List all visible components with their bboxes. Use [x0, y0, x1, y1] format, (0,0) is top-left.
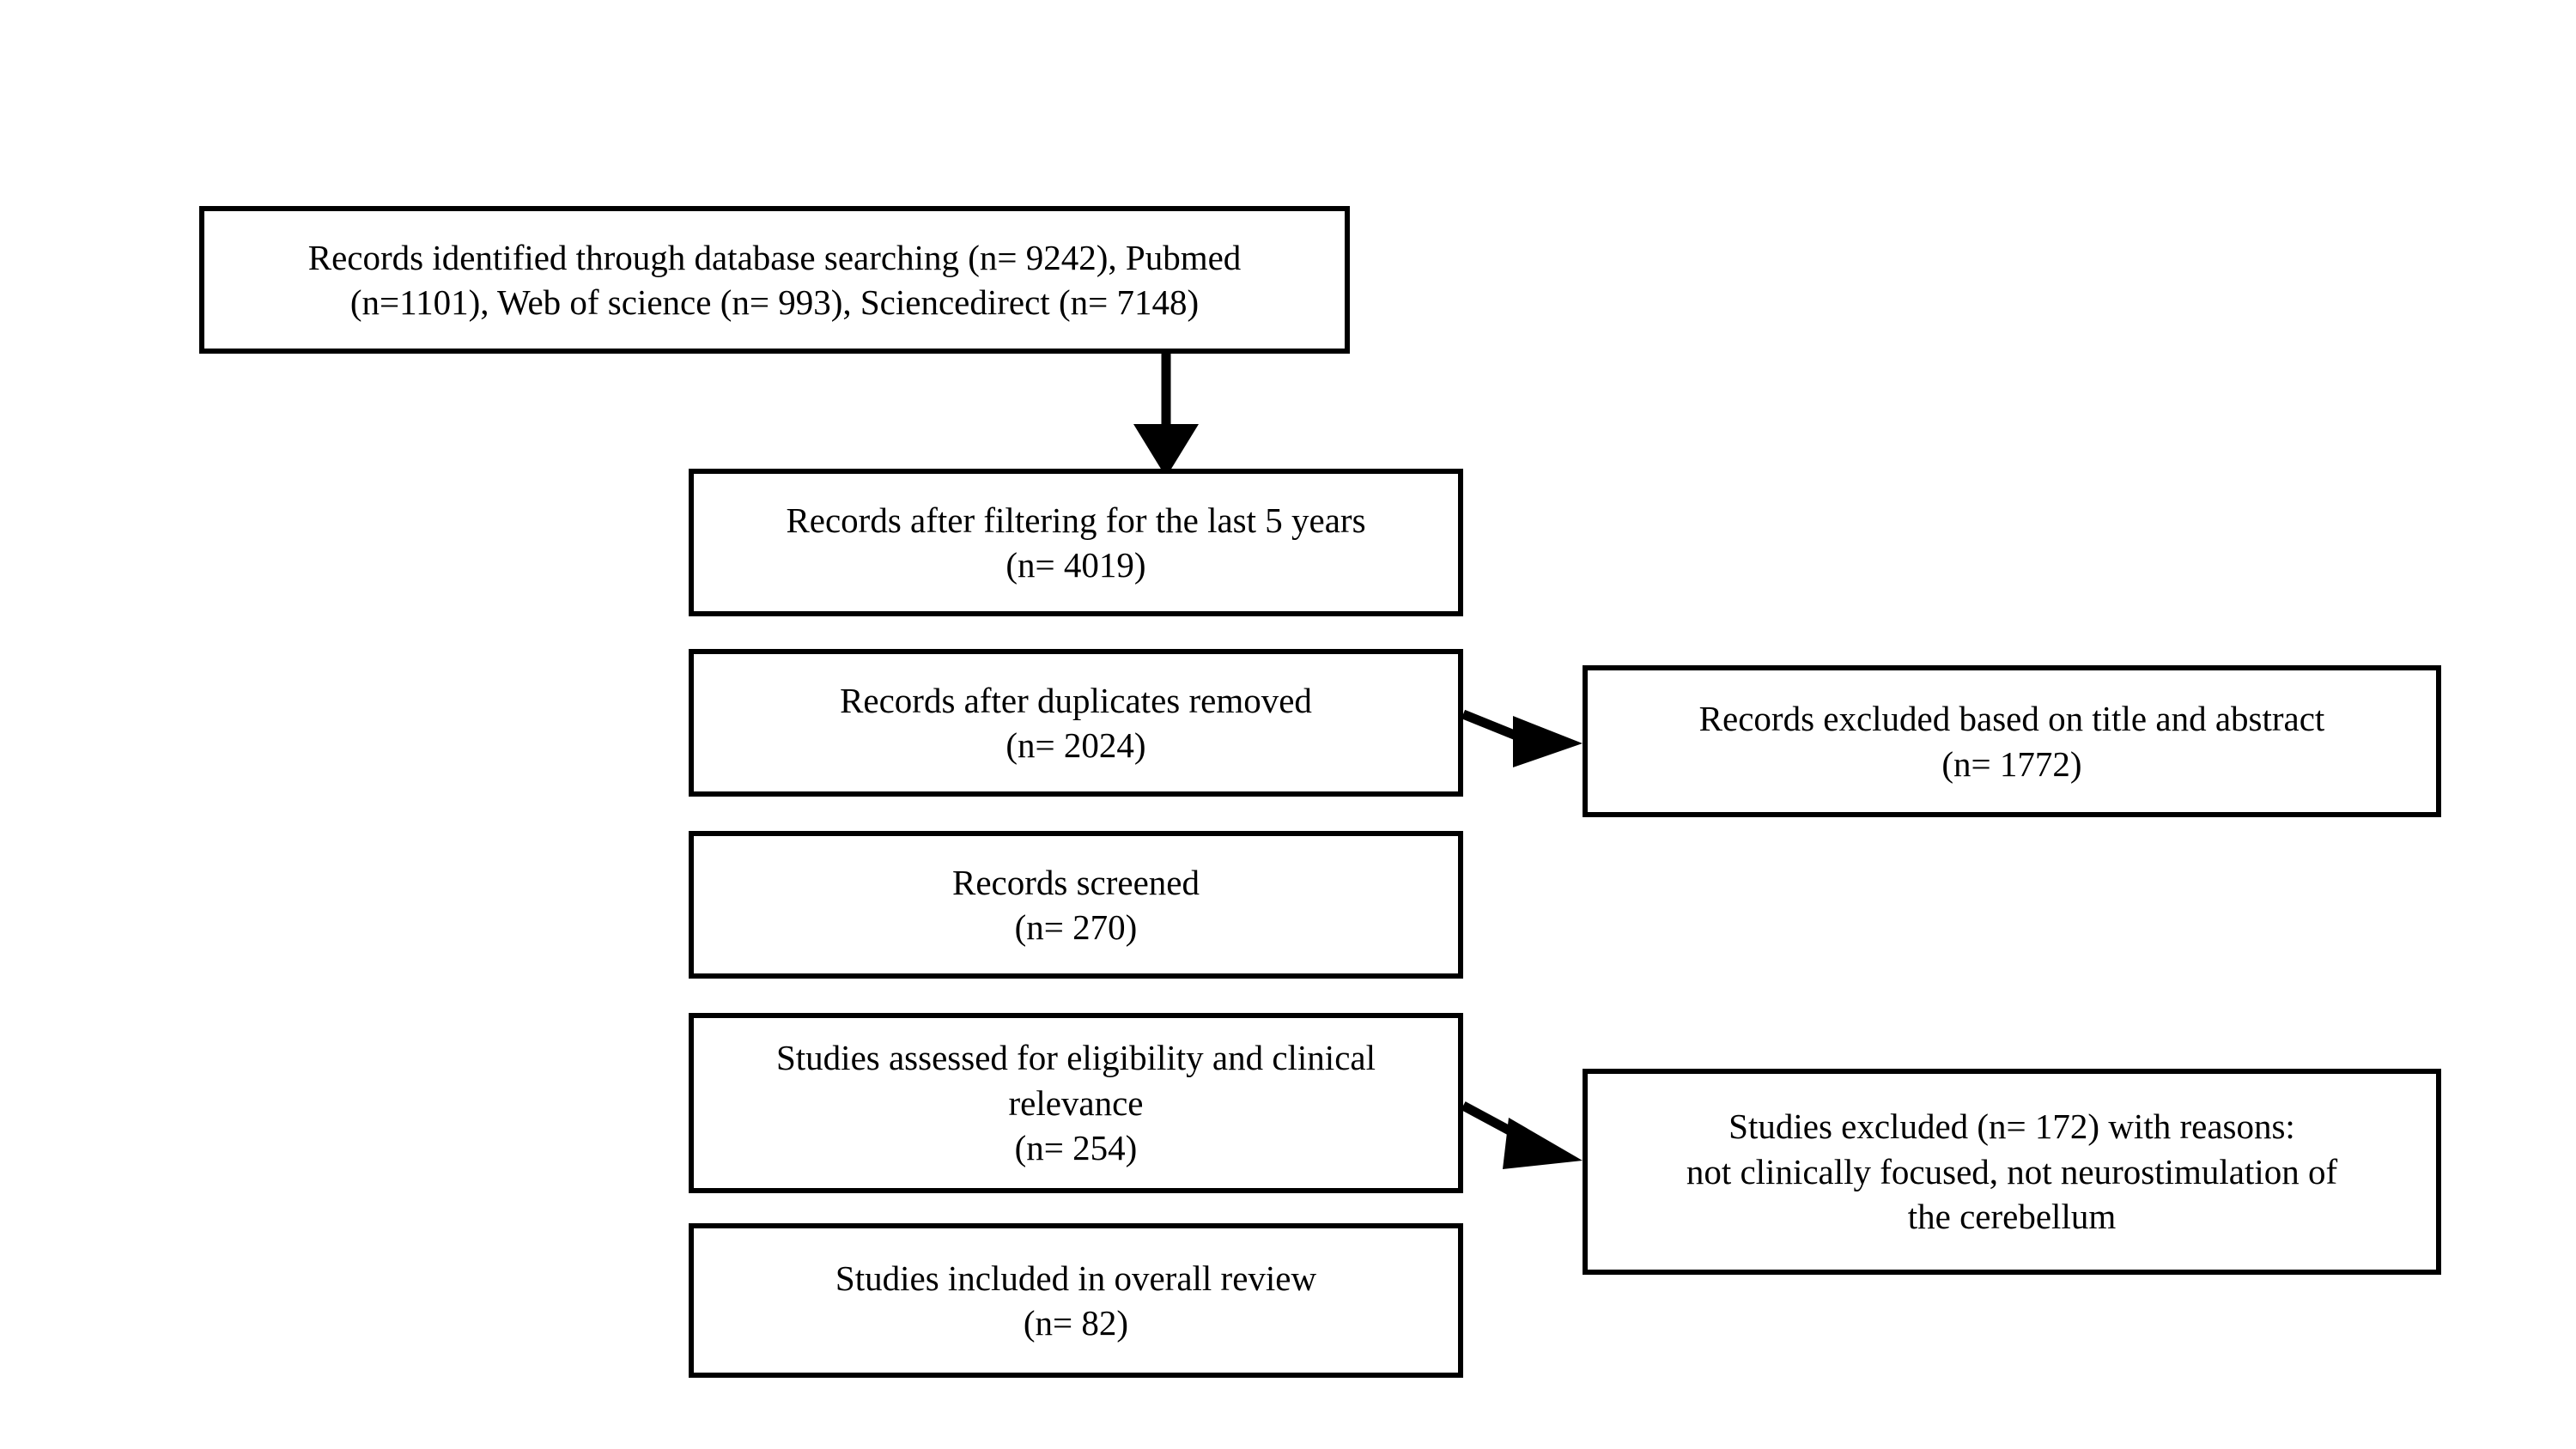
box-records-after-filtering: Records after filtering for the last 5 y… [689, 469, 1463, 616]
box-studies-included: Studies included in overall review (n= 8… [689, 1223, 1463, 1378]
box-studies-assessed-for-eligibility: Studies assessed for eligibility and cli… [689, 1013, 1463, 1193]
box-records-identified: Records identified through database sear… [199, 206, 1350, 354]
box-studies-excluded-with-reasons: Studies excluded (n= 172) with reasons: … [1583, 1069, 2441, 1275]
box-records-after-filtering-text: Records after filtering for the last 5 y… [786, 500, 1366, 585]
arrow-identified-to-filtered [1133, 354, 1199, 477]
box-records-screened: Records screened (n= 270) [689, 831, 1463, 979]
box-records-after-duplicates-removed-text: Records after duplicates removed (n= 202… [840, 680, 1312, 765]
box-studies-assessed-for-eligibility-text: Studies assessed for eligibility and cli… [775, 1038, 1376, 1168]
arrow-eligibility-to-excluded-reasons [1461, 1101, 1583, 1169]
box-studies-excluded-with-reasons-text: Studies excluded (n= 172) with reasons: … [1686, 1106, 2338, 1237]
box-records-excluded-title-abstract: Records excluded based on title and abst… [1583, 665, 2441, 817]
box-records-after-duplicates-removed: Records after duplicates removed (n= 202… [689, 649, 1463, 797]
box-records-excluded-title-abstract-text: Records excluded based on title and abst… [1698, 699, 2325, 784]
box-studies-included-text: Studies included in overall review (n= 8… [835, 1258, 1317, 1343]
box-records-screened-text: Records screened (n= 270) [951, 862, 1200, 947]
arrow-duplicates-to-excluded-title [1461, 709, 1583, 767]
box-records-identified-text: Records identified through database sear… [307, 237, 1242, 322]
